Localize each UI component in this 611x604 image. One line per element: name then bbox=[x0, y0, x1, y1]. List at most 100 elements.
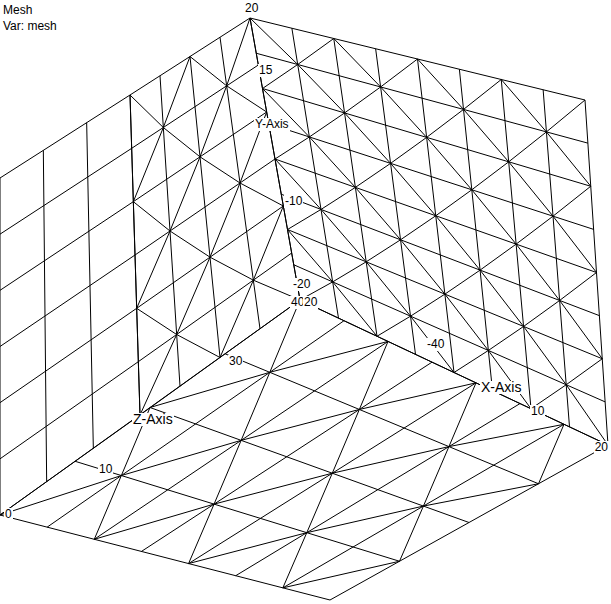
mesh-line bbox=[170, 231, 210, 257]
mesh-line bbox=[524, 326, 567, 384]
mesh-line bbox=[480, 270, 523, 326]
mesh-line bbox=[298, 39, 334, 65]
mesh-line bbox=[355, 163, 390, 187]
mesh-line bbox=[488, 350, 531, 408]
mesh-line bbox=[241, 372, 270, 440]
mesh-line bbox=[269, 124, 594, 230]
mesh-line bbox=[163, 57, 190, 128]
mesh-line bbox=[214, 473, 332, 504]
mesh-line bbox=[163, 128, 200, 157]
mesh-line bbox=[411, 316, 454, 372]
mesh-line bbox=[332, 447, 449, 474]
mesh-line bbox=[138, 253, 291, 362]
mesh-line bbox=[546, 100, 585, 132]
mesh-line bbox=[189, 504, 215, 563]
mesh-line bbox=[307, 506, 424, 533]
mesh-line bbox=[150, 408, 469, 523]
mesh-line bbox=[381, 59, 418, 87]
mesh-line bbox=[480, 244, 516, 270]
mesh-line bbox=[539, 424, 565, 483]
mesh-line bbox=[309, 137, 355, 187]
axis-label: 20 bbox=[594, 441, 609, 454]
mesh-line bbox=[0, 308, 137, 402]
mesh-line bbox=[411, 294, 445, 316]
mesh-line bbox=[275, 159, 321, 209]
axis-label: 20 bbox=[244, 2, 259, 15]
mesh-line bbox=[333, 262, 367, 282]
mesh-line bbox=[359, 341, 388, 409]
mesh-line bbox=[256, 53, 588, 143]
mesh-line bbox=[0, 95, 130, 178]
mesh-line bbox=[449, 383, 476, 447]
mesh-line bbox=[445, 294, 488, 350]
mesh-line bbox=[189, 383, 476, 564]
mesh-line bbox=[464, 80, 502, 110]
mesh-line bbox=[227, 86, 267, 112]
mesh-line bbox=[501, 80, 546, 132]
mesh-line bbox=[509, 162, 553, 216]
mesh-line bbox=[0, 202, 133, 291]
axis-label: 10 bbox=[98, 463, 113, 476]
mesh-line bbox=[177, 335, 220, 358]
axis-label: -10 bbox=[284, 195, 303, 208]
mesh-line bbox=[418, 59, 464, 109]
mesh-line bbox=[516, 244, 559, 300]
mesh-line bbox=[298, 64, 345, 112]
mesh-line bbox=[132, 65, 259, 148]
mesh-line bbox=[566, 385, 608, 445]
mesh-line bbox=[0, 255, 135, 347]
mesh-line bbox=[391, 137, 427, 163]
axis-label: Var: mesh bbox=[2, 20, 58, 33]
mesh-line bbox=[300, 300, 608, 445]
mesh-line bbox=[423, 447, 449, 506]
mesh-line bbox=[391, 163, 436, 215]
mesh-line bbox=[345, 113, 391, 163]
axis-label: Y-Axis bbox=[254, 118, 290, 131]
axis-label: 10 bbox=[530, 405, 545, 418]
mesh-line bbox=[553, 186, 591, 216]
mesh-line bbox=[150, 372, 270, 407]
mesh-line bbox=[210, 257, 253, 280]
mesh-line bbox=[0, 515, 330, 600]
mesh-line bbox=[464, 109, 509, 161]
axis-label: X-Axis bbox=[480, 381, 522, 394]
mesh-line bbox=[288, 230, 333, 282]
mesh-line bbox=[366, 262, 410, 316]
mesh-line bbox=[130, 18, 250, 95]
mesh-line bbox=[427, 137, 472, 189]
mesh-line bbox=[0, 362, 138, 459]
mesh-line bbox=[133, 202, 170, 231]
mesh-line bbox=[377, 316, 411, 336]
mesh-line bbox=[546, 132, 590, 186]
mesh-line bbox=[454, 350, 488, 372]
axis-label: 30 bbox=[228, 355, 243, 368]
axis-label: -40 bbox=[426, 338, 445, 351]
mesh-line bbox=[214, 440, 241, 504]
mesh-line bbox=[560, 300, 603, 358]
mesh-line bbox=[345, 87, 381, 113]
mesh-line bbox=[135, 159, 275, 255]
mesh-line bbox=[401, 240, 445, 294]
mesh-line bbox=[283, 424, 564, 588]
axis-label: 0 bbox=[4, 508, 13, 521]
mesh-line bbox=[275, 137, 309, 159]
mesh-line bbox=[177, 257, 210, 334]
axis-label: 20 bbox=[303, 296, 318, 309]
mesh-line bbox=[200, 86, 227, 157]
axis-label: 15 bbox=[258, 64, 273, 77]
mesh-line bbox=[288, 230, 603, 359]
mesh-line bbox=[137, 231, 170, 308]
mesh-line bbox=[121, 440, 241, 475]
mesh-line bbox=[241, 409, 359, 440]
axis-label: Mesh bbox=[2, 4, 33, 17]
mesh-line bbox=[334, 39, 381, 87]
mesh-line bbox=[400, 506, 424, 561]
mesh-line bbox=[300, 300, 608, 445]
mesh-line bbox=[332, 409, 359, 473]
mesh-line bbox=[0, 148, 132, 234]
mesh-line bbox=[200, 157, 240, 183]
mesh-line bbox=[381, 87, 427, 137]
mesh-line bbox=[472, 190, 516, 244]
mesh-line bbox=[509, 132, 547, 162]
mesh-line bbox=[333, 282, 377, 336]
